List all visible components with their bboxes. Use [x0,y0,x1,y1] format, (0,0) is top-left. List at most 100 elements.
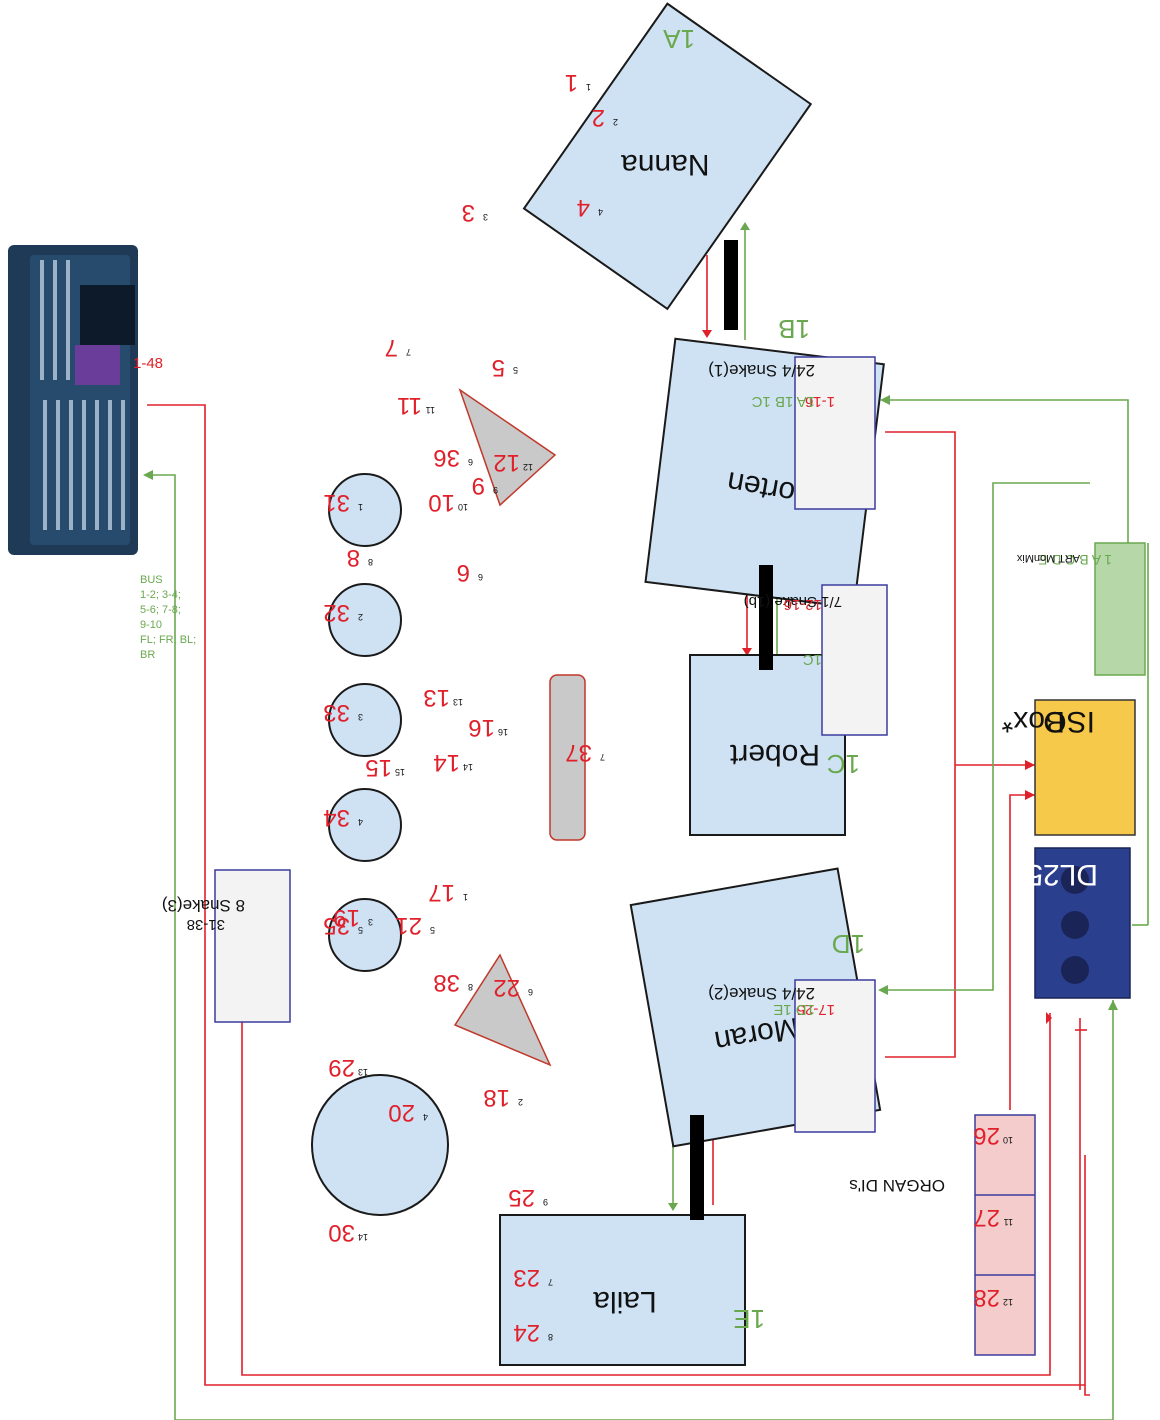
ch-37-sub: 7 [600,752,605,762]
ch-34-sub: 4 [358,817,363,827]
kick-drum[interactable] [311,1074,449,1216]
ch-20-sub: 4 [423,1112,428,1122]
ch-28-sub: 12 [1003,1297,1013,1307]
ch-7: 7 [385,334,398,361]
ch-37: 37 [565,739,592,766]
ch-16-sub: 16 [498,727,508,737]
snake-1b-range: 12-16 [784,596,822,613]
ch-21: 21 [395,912,422,939]
ch-17-sub: 1 [463,892,468,902]
drum-31[interactable] [328,473,402,547]
ch-5-sub: 5 [513,365,518,375]
drum-32[interactable] [328,583,402,657]
snake-1-zones: 1A 1B 1C [751,393,815,410]
ch-24-sub: 8 [548,1332,553,1342]
ch-31: 31 [323,489,350,516]
zone-1E: 1E [733,1304,765,1334]
console-display [75,345,120,385]
ch-38: 38 [433,969,460,996]
ch-32-sub: 2 [358,612,363,622]
console-screen [80,285,135,345]
ch-19: 19 [333,904,360,931]
ch-22: 22 [493,974,520,1001]
ch-10: 10 [428,489,455,516]
iso-arrow-1 [1025,760,1035,770]
drum-35[interactable] [328,898,402,972]
ch-20: 20 [388,1099,415,1126]
ch-36: 36 [433,444,460,471]
zone-1D: 1D [832,929,865,959]
dl251-knob-3 [1061,956,1089,984]
snake3-wire [241,1013,1051,1376]
wedge-36[interactable] [458,388,557,507]
drum-34[interactable] [328,788,402,862]
morten-robert-arrow [742,648,752,656]
organ-di-box[interactable] [974,1114,1036,1356]
laila-label: Laila [593,1285,657,1318]
riser-laila[interactable] [499,1214,746,1366]
snake-2-box[interactable] [794,979,876,1133]
snake-3-box[interactable] [214,869,291,1023]
ch-12-sub: 12 [523,462,533,472]
bus-line-4: FL; FR; BL; [140,634,196,646]
ch-26: 26 [973,1122,1000,1149]
ch-30-sub: 14 [358,1232,368,1242]
ch-25: 25 [508,1184,535,1211]
drum-33[interactable] [328,683,402,757]
ch-12: 12 [493,449,520,476]
ch-27: 27 [973,1204,1000,1231]
dl251-green-arrow [1108,1000,1118,1010]
ch-2-sub: 2 [613,117,618,127]
ch-25-sub: 9 [543,1197,548,1207]
monmix-channels: 1 A B C D E [1038,552,1112,568]
snake2-return-arrow [878,985,888,995]
console-green-arrow [143,470,153,480]
ch-18-sub: 2 [518,1097,523,1107]
snake-2-zones: 1D 1E [773,1001,815,1018]
wiring [143,222,1149,1420]
riser-nanna[interactable]: Nanna [522,2,813,311]
bus-title: BUS [140,574,163,586]
ch-35-sub: 5 [358,925,363,935]
zone-1A: 1A [663,24,695,54]
robert-label: Robert [729,738,820,771]
connector-morten-robert [759,565,773,670]
ch-11: 11 [397,392,422,419]
monmix-box[interactable] [1094,542,1146,676]
iso-box[interactable] [1034,699,1136,836]
dl251-label: DL251 [1010,858,1098,891]
ch-11-sub: 11 [426,405,435,415]
monmix-return-wire [882,399,1129,543]
ch-1-sub: 1 [586,82,591,92]
wedge-38[interactable] [453,953,552,1067]
ch-38-sub: 8 [468,982,473,992]
zone-1C: 1C [827,749,860,779]
bus-line-3: 9-10 [140,619,162,631]
nanna-label: Nanna [621,148,710,181]
connector-nanna-morten [724,240,738,330]
bus-line-1: 1-2; 3-4; [140,589,181,601]
console-inputs-label: 1-48 [133,355,163,372]
mixing-console[interactable] [8,245,138,555]
ch-9: 9 [472,472,485,499]
snake-1b-box[interactable] [821,584,888,736]
ch-30: 30 [328,1219,355,1246]
prop-37[interactable] [549,674,586,841]
ch-32: 32 [323,599,350,626]
snake-1-box[interactable] [794,356,876,510]
dl251-arrow [1046,1012,1052,1024]
ch-3: 3 [462,199,475,226]
ch-1: 1 [565,69,578,96]
console-faders [40,260,125,530]
ch-28: 28 [973,1284,1000,1311]
ch-16: 16 [468,714,495,741]
ch-8: 8 [347,544,360,571]
ch-6: 6 [457,559,470,586]
percussion-row [311,388,586,1216]
bus-line-5: BR [140,649,155,661]
snake1-to-iso-wire [885,431,956,1058]
snake-1-range: 1-16 [805,393,835,410]
ch-7-sub: 7 [406,347,411,357]
ch-4: 4 [577,194,590,221]
